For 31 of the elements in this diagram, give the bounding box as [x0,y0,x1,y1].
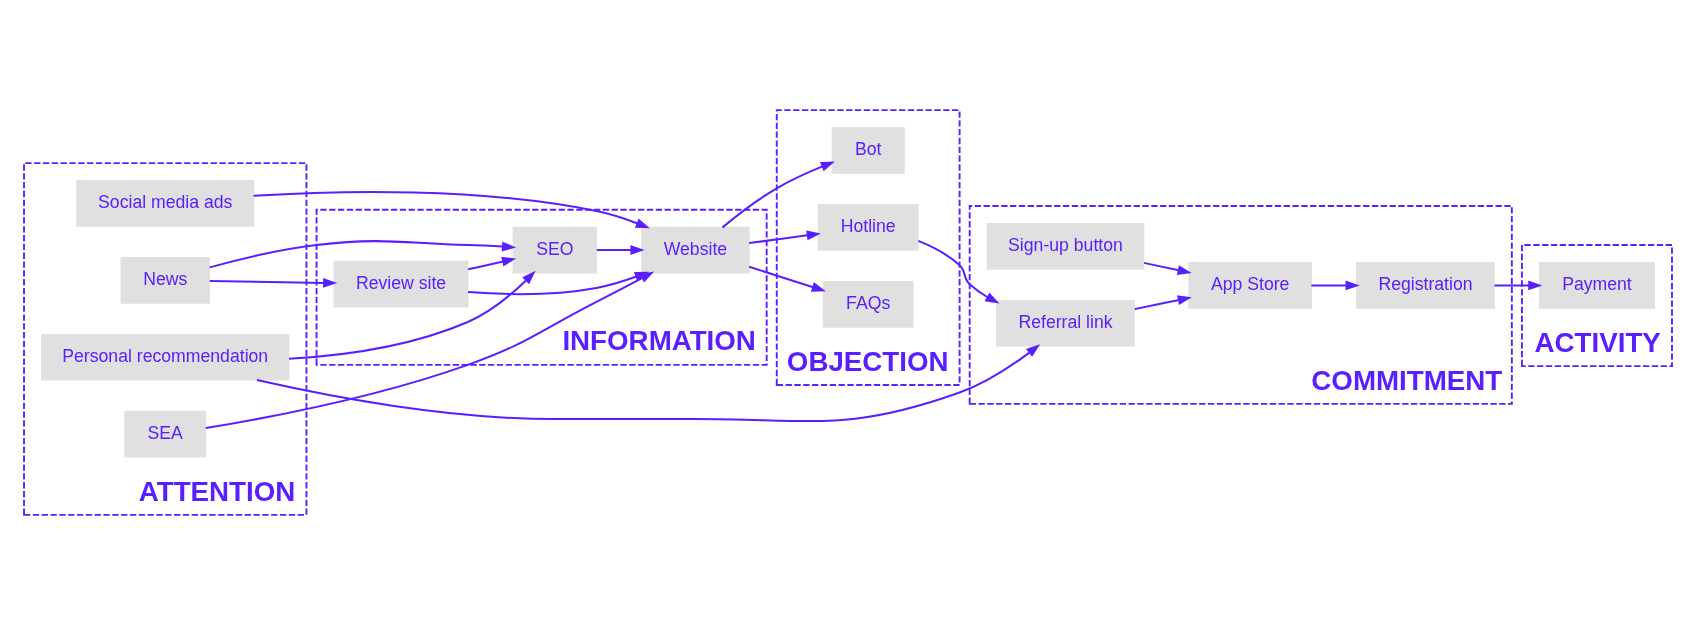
arrow [1311,280,1360,291]
node-box: Referral link [996,299,1135,347]
node-box: Registration [1356,262,1495,309]
node-box: News [120,257,210,304]
arrow [253,191,650,229]
node-box: FAQs [822,281,914,328]
arrow [1143,261,1192,275]
node-box: Bot [831,127,905,174]
node-box: Sign-up button [986,223,1145,270]
arrow [1494,280,1543,291]
node-box: Hotline [817,204,919,251]
node-box: SEO [512,226,598,274]
arrow [721,161,835,229]
arrow [1134,295,1192,311]
arrow [209,277,338,288]
arrow [748,265,826,292]
arrow [467,256,517,271]
node-box: Review site [333,260,469,308]
arrow [467,271,649,296]
node-box: Website [641,226,750,274]
arrow [209,240,517,269]
node-box: Personal recommendation [41,333,290,381]
arrow [289,270,536,360]
node-box: App Store [1188,262,1312,309]
arrow [256,344,1041,423]
arrow [596,245,645,256]
node-box: Payment [1538,262,1655,309]
node-box: SEA [124,410,207,458]
node-box: Social media ads [76,180,255,227]
arrow [749,230,821,245]
arrow [917,240,1000,304]
